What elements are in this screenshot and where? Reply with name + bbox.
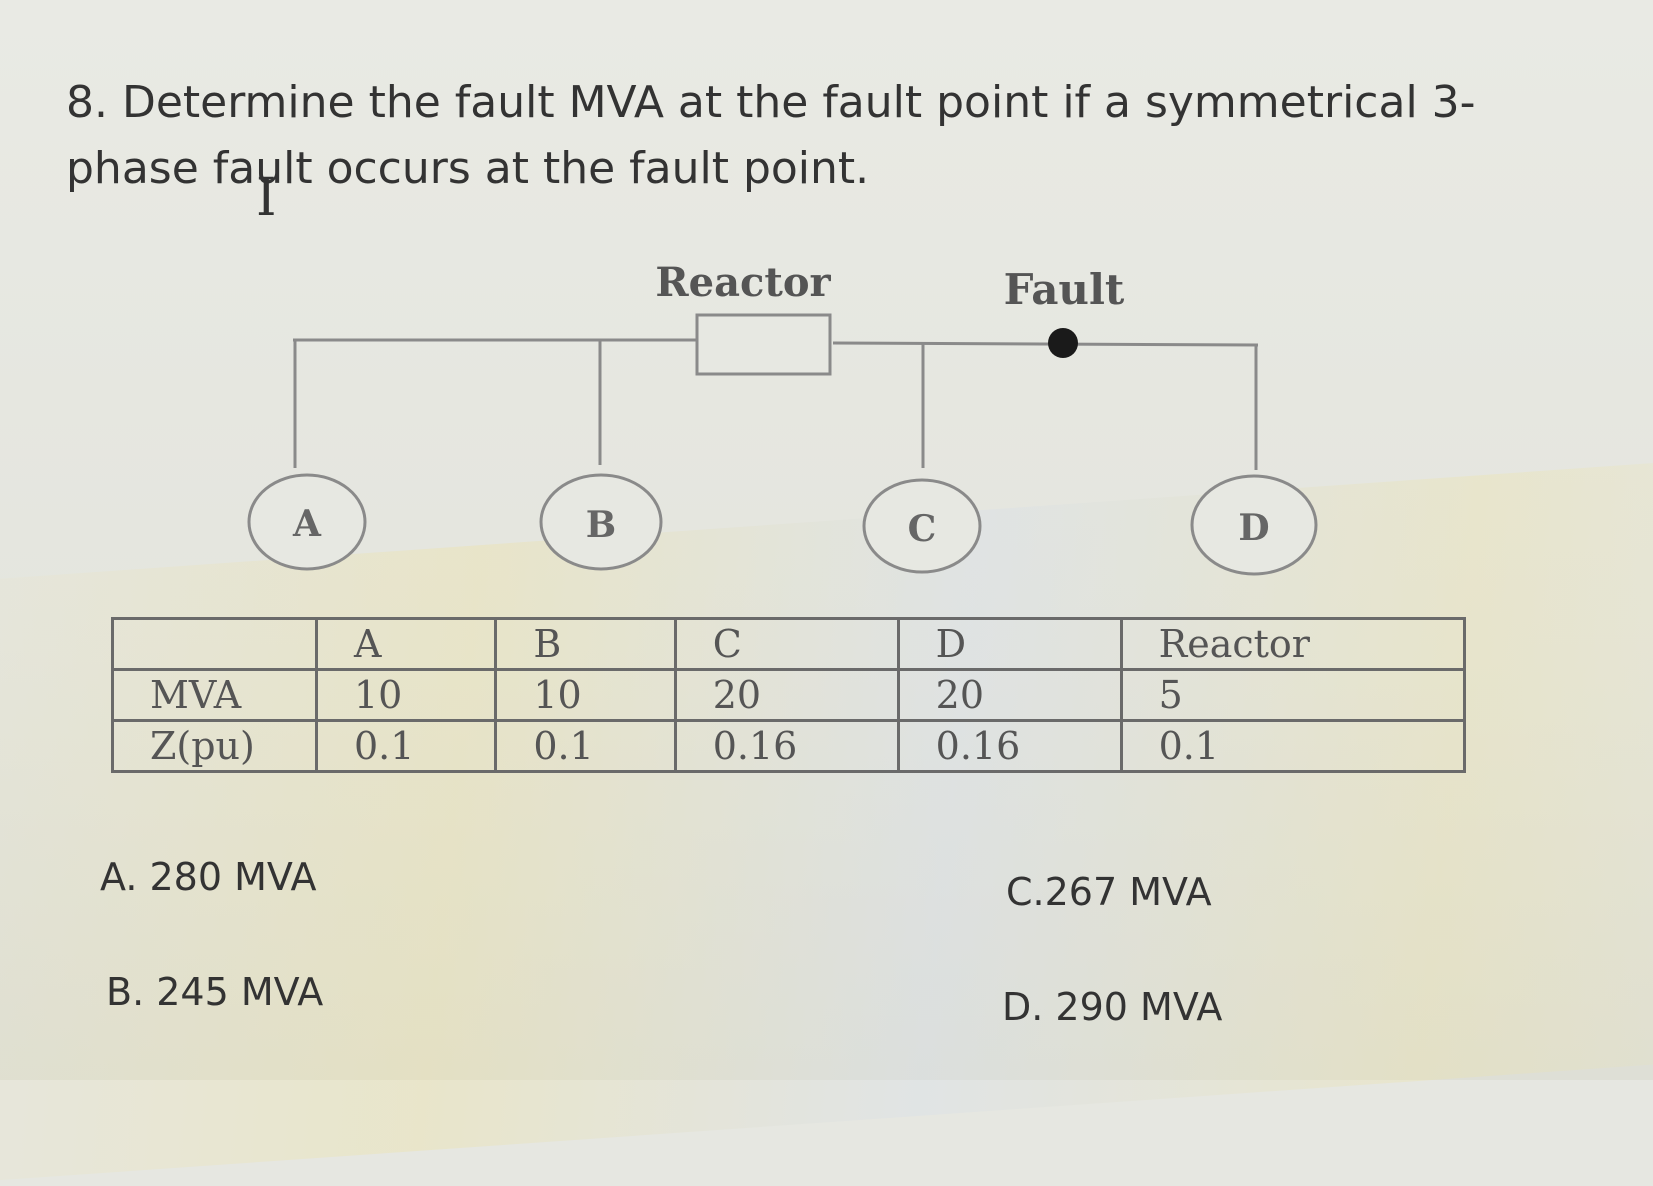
question-text: 8. Determine the fault MVA at the fault … (66, 70, 1546, 202)
reactor-label: Reactor (655, 259, 831, 306)
generator-b-label: B (586, 504, 616, 546)
table-header-cell (111, 617, 318, 671)
table-cell: 20 (896, 668, 1123, 722)
answer-option-d[interactable]: D. 290 MVA (1002, 985, 1223, 1029)
table-header-cell: B (494, 617, 677, 671)
table-header-cell: C (673, 617, 900, 671)
table-cell: 0.16 (896, 719, 1123, 773)
table-cell: 10 (494, 668, 677, 722)
table-header-cell: Reactor (1119, 617, 1467, 671)
generator-a-circle (247, 473, 367, 571)
generator-c-label: C (908, 508, 937, 550)
generator-d-label: D (1238, 507, 1269, 549)
reactor-box (695, 313, 832, 376)
table-header-cell: D (896, 617, 1123, 671)
generator-d-circle (1190, 474, 1318, 576)
question-line-2: phase fault occurs at the fault point. (66, 143, 870, 194)
generator-data-table: A B C D Reactor MVA 10 10 20 20 5 Z(pu) … (111, 617, 1467, 773)
bus-line-right (832, 341, 1259, 347)
table-row: MVA 10 10 20 20 5 (111, 668, 1467, 722)
table-row-label: MVA (111, 668, 318, 722)
table-cell: 0.16 (673, 719, 900, 773)
text-cursor-icon: I (256, 168, 277, 228)
answer-option-a[interactable]: A. 280 MVA (100, 855, 317, 899)
question-line-1: 8. Determine the fault MVA at the fault … (66, 77, 1476, 128)
table-row: Z(pu) 0.1 0.1 0.16 0.16 0.1 (111, 719, 1467, 773)
table-cell: 0.1 (494, 719, 677, 773)
fault-point-dot (1048, 328, 1078, 358)
answer-option-c[interactable]: C.267 MVA (1006, 870, 1212, 914)
table-row-label: Z(pu) (111, 719, 318, 773)
answer-option-b[interactable]: B. 245 MVA (106, 970, 324, 1014)
generator-a-label: A (292, 503, 322, 545)
generator-b-circle (539, 473, 663, 571)
table-cell: 20 (673, 668, 900, 722)
table-cell: 0.1 (1119, 719, 1467, 773)
table-cell: 0.1 (314, 719, 498, 773)
table-header-row: A B C D Reactor (111, 617, 1467, 671)
table-cell: 10 (314, 668, 498, 722)
table-cell: 5 (1119, 668, 1467, 722)
circuit-diagram: Reactor Fault A B C D (247, 259, 1318, 576)
generator-c-circle (862, 478, 982, 574)
fault-label: Fault (1004, 265, 1125, 314)
table-header-cell: A (314, 617, 498, 671)
